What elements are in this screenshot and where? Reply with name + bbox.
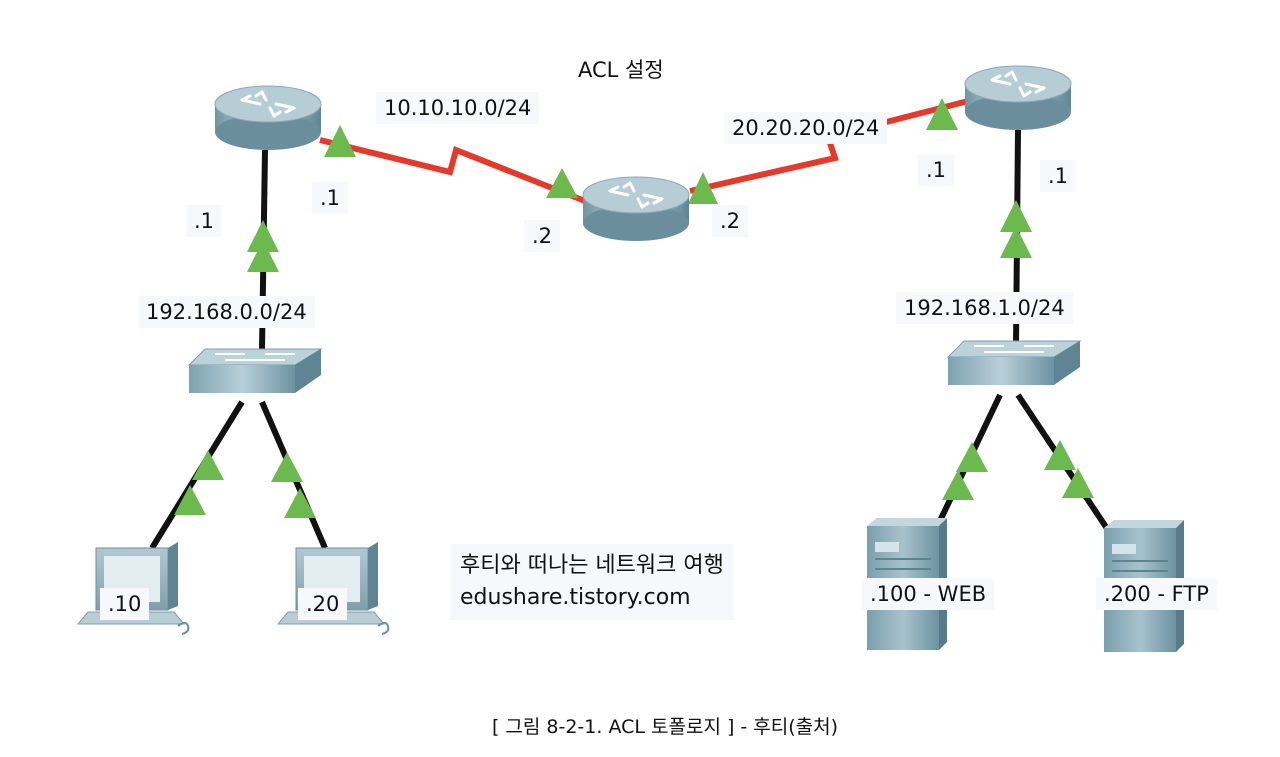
- interface-label-r1-wan: .1: [312, 182, 349, 214]
- link-up-indicator: [324, 125, 356, 157]
- source-note-line1: 후티와 떠나는 네트워크 여행: [460, 553, 724, 578]
- network-label-left-wan: 10.10.10.0/24: [376, 92, 540, 124]
- diagram-title: ACL 설정: [578, 58, 664, 82]
- serial-link-r1-r2: [319, 137, 592, 206]
- host-label-web: .100 - WEB: [862, 578, 995, 610]
- link-up-indicator: [1000, 226, 1032, 258]
- link-up-indicator: [192, 450, 224, 480]
- link-up-indicator: [271, 452, 303, 482]
- network-label-left-lan: 192.168.0.0/24: [138, 296, 315, 328]
- serial-link-r2-r3: [689, 97, 973, 194]
- link-up-indicator: [926, 98, 958, 130]
- source-note: 후티와 떠나는 네트워크 여행 edushare.tistory.com: [450, 544, 734, 620]
- link-up-indicator: [942, 470, 974, 500]
- router-left: [213, 84, 323, 152]
- link-up-indicator: [1062, 468, 1094, 498]
- interface-label-r3-lan: .1: [1040, 160, 1077, 192]
- link-up-indicator: [284, 488, 316, 518]
- link-up-indicator: [247, 220, 279, 252]
- network-label-right-wan: 20.20.20.0/24: [724, 112, 888, 144]
- link-up-indicator: [247, 240, 279, 272]
- source-note-line2: edushare.tistory.com: [460, 585, 691, 610]
- host-label-ftp: .200 - FTP: [1096, 578, 1217, 610]
- link-up-indicator: [688, 172, 718, 204]
- link-up-indicator: [546, 168, 578, 198]
- interface-label-r3-wan: .1: [918, 154, 955, 186]
- interface-label-r2-left: .2: [524, 220, 561, 252]
- switch-left: [188, 348, 322, 394]
- network-label-right-lan: 192.168.1.0/24: [896, 292, 1073, 324]
- host-label-pc1: .10: [100, 588, 150, 620]
- link-up-indicator: [1044, 440, 1076, 470]
- interface-label-r1-lan: .1: [186, 205, 223, 237]
- router-center: [581, 175, 691, 243]
- interface-label-r2-right: .2: [712, 205, 749, 237]
- host-label-pc2: .20: [298, 588, 348, 620]
- link-up-indicator: [174, 485, 206, 515]
- link-up-indicator: [1000, 200, 1032, 232]
- link-up-indicator: [956, 442, 988, 472]
- switch-right: [947, 340, 1081, 386]
- figure-caption: [ 그림 8-2-1. ACL 토폴로지 ] - 후티(출처): [491, 716, 839, 738]
- router-right: [963, 64, 1073, 132]
